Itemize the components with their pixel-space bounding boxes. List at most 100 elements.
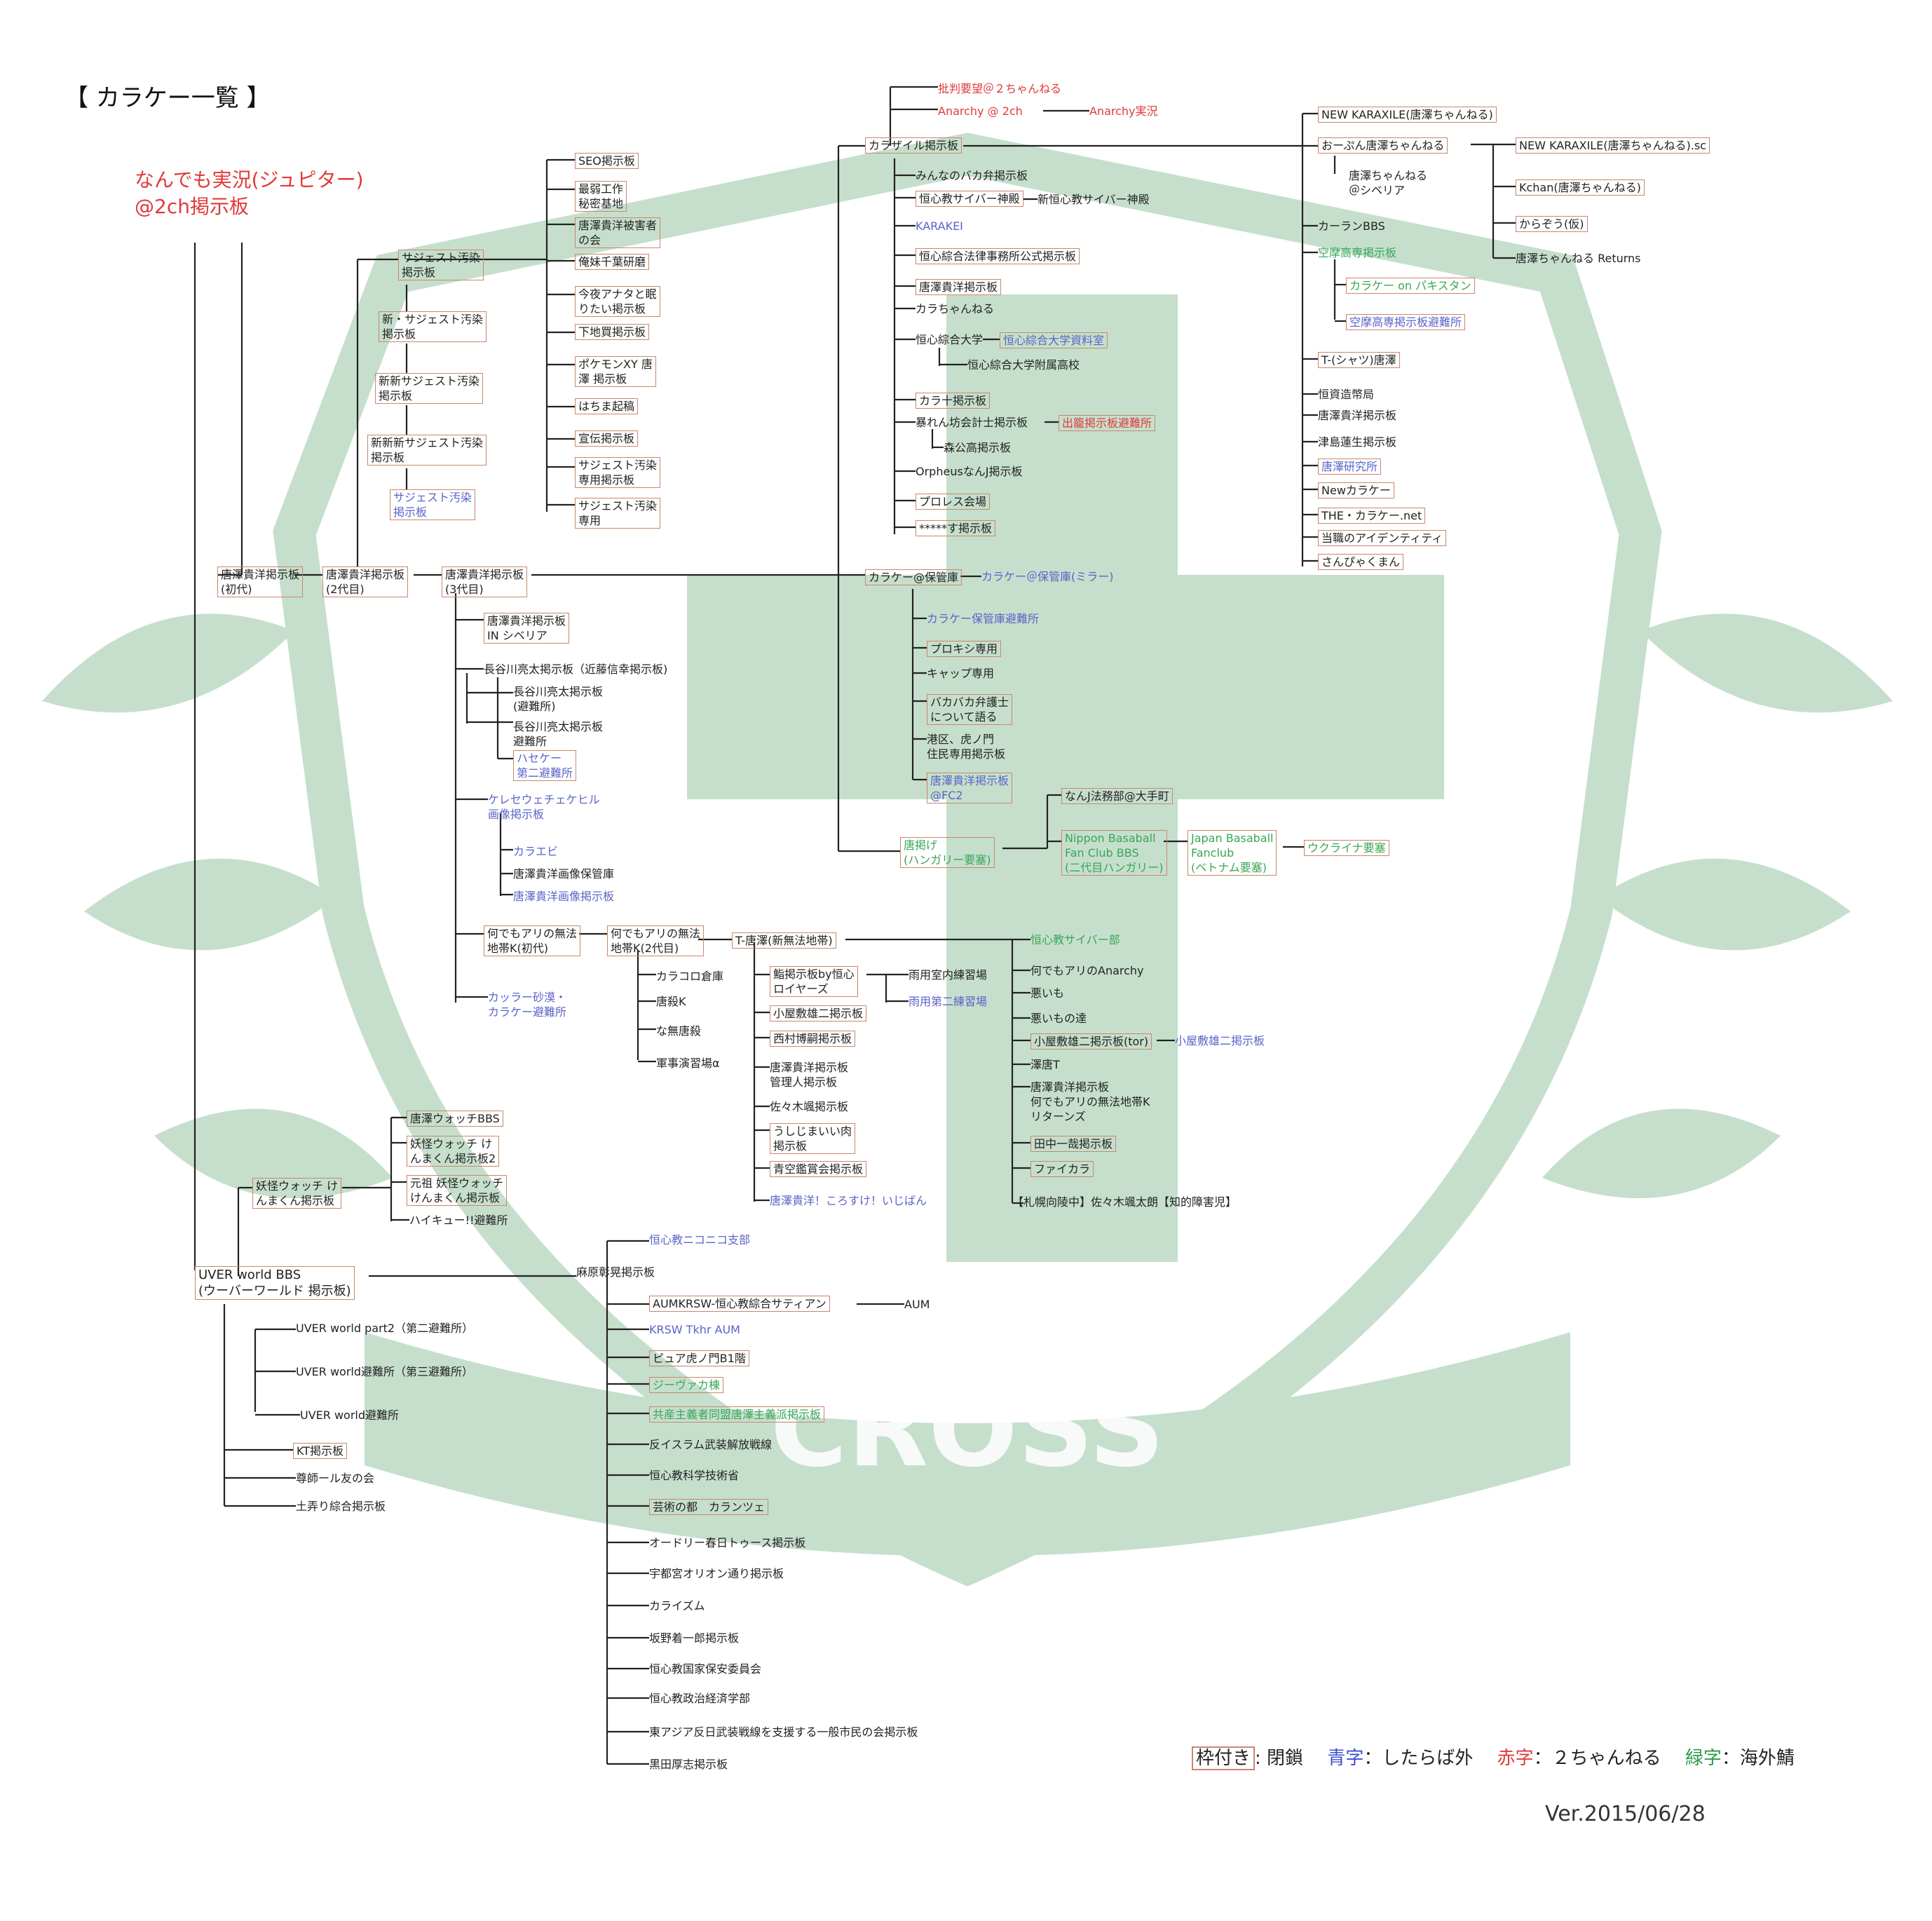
leaf-left-3 <box>154 1108 393 1199</box>
board-node: 軍事演習場α <box>656 1057 720 1070</box>
leaf-right-3 <box>1542 1108 1781 1199</box>
board-node: AUMKRSW-恒心教綜合サティアン <box>649 1296 830 1312</box>
board-node: カライズム <box>649 1599 705 1613</box>
board-node: 港区、虎ノ門 住民専用掲示板 <box>927 733 1006 761</box>
board-node: 恒心綜合法律事務所公式掲示板 <box>916 248 1080 264</box>
board-node: はちま起稿 <box>575 398 639 414</box>
board-node: おーぷん唐澤ちゃんねる <box>1318 137 1448 154</box>
board-node: 下地買掲示板 <box>575 324 650 340</box>
board-node: 唐澤貴洋！ころすけ！いじばん <box>770 1194 927 1207</box>
legend-green-label: 緑字 <box>1685 1748 1722 1769</box>
root-node: なんでも実況(ジュピター) @2ch掲示板 <box>135 168 364 218</box>
board-node: 何でもアリの無法 地帯K(初代) <box>484 925 581 956</box>
board-node: 唐澤貴洋掲示板 (初代) <box>217 566 304 597</box>
legend-blue-desc: ：したらば外 <box>1363 1748 1474 1769</box>
board-node: 何でもアリの無法 地帯K(2代目) <box>607 925 705 956</box>
board-node: Nippon Basaball Fan Club BBS (二代目ハンガリー) <box>1061 830 1167 876</box>
board-node: 土弄り綜合掲示板 <box>296 1500 386 1513</box>
board-node: カラエビ <box>513 845 559 858</box>
board-node: 批判要望＠２ちゃんねる <box>938 82 1062 95</box>
board-node: 何でもアリのAnarchy <box>1030 964 1144 977</box>
board-node: 今夜アナタと眠 りたい掲示板 <box>575 286 660 317</box>
banner-shape <box>365 1332 1570 1556</box>
board-node: 黒田厚志掲示板 <box>649 1758 728 1771</box>
board-node: Anarchy実況 <box>1089 104 1158 118</box>
board-node: 唐澤研究所 <box>1318 459 1382 475</box>
board-node: 反イスラム武装解放戦線 <box>649 1438 773 1451</box>
board-node: な無唐殺 <box>656 1024 702 1038</box>
leaf-right-2 <box>1598 858 1851 951</box>
board-node: AUM <box>904 1298 930 1311</box>
board-node: カラザイル掲示板 <box>865 137 962 154</box>
board-node: カラケー@保管庫 <box>865 569 962 585</box>
board-node: からぞう(仮) <box>1516 216 1588 232</box>
board-node: カッラー砂漠・ カラケー避難所 <box>488 991 567 1019</box>
board-node: 小屋敷雄二掲示板 <box>770 1005 867 1021</box>
board-node: 妖怪ウォッチ け んまくん掲示板2 <box>407 1136 500 1167</box>
board-node: 澤唐T <box>1030 1058 1060 1071</box>
board-node: 唐澤ちゃんねる ＠シベリア <box>1349 169 1428 197</box>
board-node: 暴れん坊会計士掲示板 <box>916 416 1028 429</box>
board-node: プロレス会場 <box>916 494 991 510</box>
board-node: カラコロ倉庫 <box>656 970 724 983</box>
board-node: 恒心綜合大学資料室 <box>1000 332 1108 348</box>
board-node: うしじまいい肉 掲示板 <box>770 1123 856 1154</box>
board-node: ポケモンXY 唐 澤 掲示板 <box>575 356 656 387</box>
board-node: 恒心教科学技術省 <box>649 1469 740 1482</box>
board-node: Newカラケー <box>1318 482 1394 498</box>
board-node: 佐々木颯掲示板 <box>770 1100 849 1113</box>
board-node: みんなのバカ弁掲示板 <box>916 169 1028 182</box>
board-node: 芸術の都 カランツェ <box>649 1499 769 1515</box>
board-node: 唐澤貴洋掲示板 IN シベリア <box>484 613 570 644</box>
board-node: 津島蓮生掲示板 <box>1318 435 1397 449</box>
board-node: カラケー on パキスタン <box>1346 278 1475 294</box>
board-node: 西村博嗣掲示板 <box>770 1031 856 1047</box>
board-node: 新新サジェスト汚染 掲示板 <box>375 373 484 404</box>
board-node: サジェスト汚染 専用掲示板 <box>575 457 661 488</box>
board-node: 妖怪ウォッチ け んまくん掲示板 <box>252 1178 342 1209</box>
board-node: ケレセウェチェケヒル 画像掲示板 <box>488 793 600 821</box>
board-node: 長谷川亮太掲示板 避難所 <box>513 720 604 748</box>
board-node: 恒心教ニコニコ支部 <box>649 1233 751 1247</box>
board-node: UVER world避難所（第三避難所） <box>296 1365 474 1378</box>
board-node: 唐澤貴洋掲示板 (2代目) <box>322 566 409 597</box>
board-node: カーランBBS <box>1318 219 1385 233</box>
board-node: 雨用室内練習場 <box>909 968 988 982</box>
board-node: KARAKEI <box>916 219 963 233</box>
board-node: プロキシ専用 <box>927 641 1002 657</box>
board-node: Kchan(唐澤ちゃんねる) <box>1516 179 1645 196</box>
board-node: 新恒心教サイバー神殿 <box>1038 193 1150 206</box>
board-node: 恒心教サイバー部 <box>1030 933 1120 946</box>
board-node: カラケー保管庫避難所 <box>927 612 1040 625</box>
board-node: UVER world part2（第二避難所） <box>296 1322 474 1335</box>
version-label: Ver.2015/06/28 <box>1545 1802 1706 1826</box>
board-node: 宣伝掲示板 <box>575 430 639 447</box>
board-node: T-(シャツ)唐澤 <box>1318 352 1400 368</box>
board-node: 長谷川亮太掲示板（近藤信幸掲示板) <box>484 663 668 676</box>
board-node: UVER world避難所 <box>300 1408 400 1422</box>
board-node: 空摩高専掲示板 <box>1318 246 1397 259</box>
board-node: 長谷川亮太掲示板 (避難所) <box>513 685 604 713</box>
board-node: 元祖 妖怪ウォッチ けんまくん掲示板 <box>407 1175 508 1206</box>
board-node: 恒心教政治経済学部 <box>649 1692 751 1705</box>
shield-shape <box>273 133 1662 1587</box>
board-node: カラケー＠保管庫(ミラー) <box>981 570 1114 583</box>
board-node: ジーヴァカ棟 <box>649 1377 724 1393</box>
board-node: 当職のアイデンティティ <box>1318 530 1447 546</box>
legend-green-desc: ：海外鯖 <box>1721 1748 1795 1769</box>
legend-red-desc: ：２ちゃんねる <box>1533 1748 1661 1769</box>
board-node: 新・サジェスト汚染 掲示板 <box>379 311 487 342</box>
board-node: KRSW Tkhr AUM <box>649 1323 740 1336</box>
board-node: Japan Basaball Fanclub (ベトナム要塞) <box>1188 830 1277 876</box>
board-node: 唐澤貴洋画像保管庫 <box>513 867 615 881</box>
board-node: 唐掲げ (ハンガリー要塞) <box>900 837 995 868</box>
board-node: サジェスト汚染 専用 <box>575 498 661 529</box>
board-node: UVER world BBS (ウーバーワールド 掲示板) <box>195 1266 355 1300</box>
board-node: カラ十掲示板 <box>916 393 991 409</box>
board-node: 坂野着一郎掲示板 <box>649 1631 740 1645</box>
board-node: 唐殺K <box>656 995 686 1008</box>
board-node: 恒心綜合大学附属高校 <box>967 358 1080 372</box>
board-node: 恒心綜合大学 <box>916 333 984 346</box>
board-node: 唐澤貴洋掲示板 管理人掲示板 <box>770 1061 849 1089</box>
